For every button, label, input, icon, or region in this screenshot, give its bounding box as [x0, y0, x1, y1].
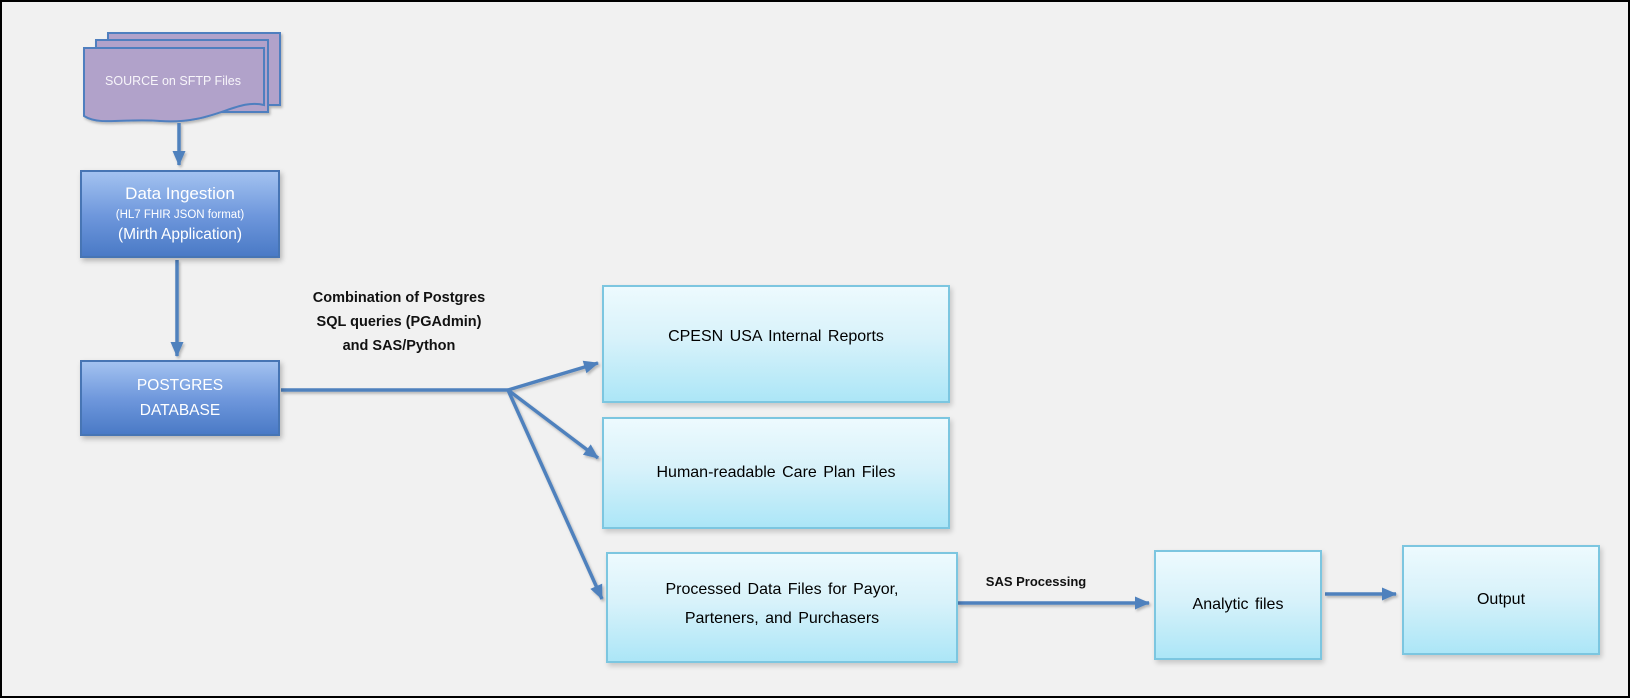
edge-label-sas-processing: SAS Processing: [985, 574, 1087, 589]
node-analytic-files: Analytic files: [1154, 550, 1322, 660]
source-doc-front: [83, 47, 265, 123]
cpesn-internal-reports-label: CPESN USA Internal Reports: [668, 328, 884, 345]
node-processed-data-files: Processed Data Files for Payor, Partener…: [606, 552, 958, 663]
source-multidocument-shape: [83, 32, 281, 123]
data-ingestion-title: Data Ingestion: [125, 184, 235, 203]
edge-branch-to-care-plan: [506, 388, 600, 460]
node-care-plan-files: Human-readable Care Plan Files: [602, 417, 950, 529]
edge-branch-to-processed: [506, 389, 604, 600]
node-postgres-database: POSTGRES DATABASE: [80, 360, 280, 436]
edge-branch-to-internal-reports: [507, 360, 599, 392]
analytic-files-label: Analytic files: [1192, 596, 1284, 613]
source-node-label: SOURCE on SFTP Files: [105, 74, 241, 88]
edge-label-combination-line2: SQL queries (PGAdmin): [316, 314, 482, 330]
processed-data-files-line1: Processed Data Files for Payor,: [665, 580, 899, 598]
care-plan-files-label: Human-readable Care Plan Files: [656, 464, 896, 481]
data-ingestion-format-line: (HL7 FHIR JSON format): [115, 209, 245, 221]
output-label: Output: [1476, 591, 1526, 608]
node-output: Output: [1402, 545, 1600, 655]
data-ingestion-app-line: (Mirth Application): [117, 226, 243, 243]
edge-label-combination: Combination of Postgres SQL queries (PGA…: [274, 286, 524, 358]
processed-data-files-line2: Parteners, and Purchasers: [684, 609, 880, 627]
postgres-label-line2: DATABASE: [139, 402, 221, 419]
node-cpesn-internal-reports: CPESN USA Internal Reports: [602, 285, 950, 403]
postgres-label-line1: POSTGRES: [136, 377, 224, 394]
edge-label-combination-line3: and SAS/Python: [342, 338, 456, 354]
edge-label-combination-line1: Combination of Postgres: [312, 290, 486, 306]
node-data-ingestion: Data Ingestion (HL7 FHIR JSON format) (M…: [80, 170, 280, 258]
